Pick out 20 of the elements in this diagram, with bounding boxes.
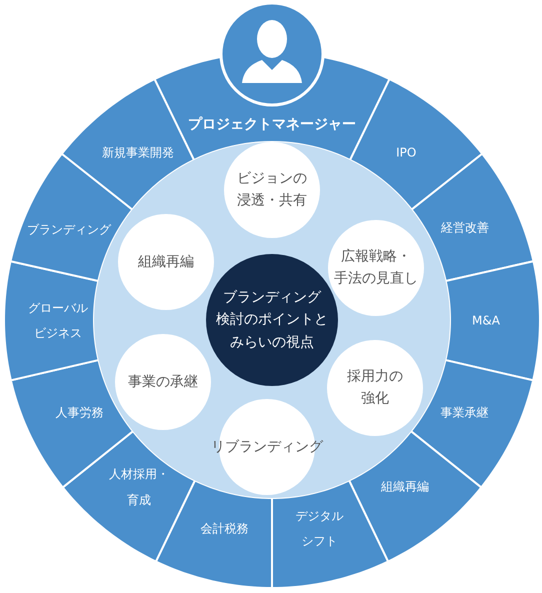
circle-label: 組織再編 xyxy=(138,252,194,272)
segment-label: グローバルビジネス xyxy=(28,295,88,346)
circle-label: ブランディング検討のポイントとみらいの視点 xyxy=(216,288,328,352)
circle-label: ビジョンの浸透・共有 xyxy=(237,170,307,211)
segment-label: 人材採用・育成 xyxy=(108,462,169,513)
segment-label: ブランディング xyxy=(27,217,112,242)
segment-label: 経営改善 xyxy=(441,215,490,240)
segment-label: 事業承継 xyxy=(440,400,489,426)
segment-label: 組織再編 xyxy=(381,474,430,500)
segment-label: 会計税務 xyxy=(200,516,248,542)
circle-label: リブランディング xyxy=(211,438,323,457)
circle-label: 広報戦略・手法の見直し xyxy=(334,248,418,289)
circle-label: 事業の承継 xyxy=(128,372,198,392)
segment-label: IPO xyxy=(396,140,416,166)
circle-label: 採用力の強化 xyxy=(347,368,403,409)
segment-label: デジタルシフト xyxy=(296,503,344,554)
segment-label: プロジェクトマネージャー xyxy=(188,110,356,140)
segment-label: 新規事業開発 xyxy=(102,140,174,166)
segment-label: 人事労務 xyxy=(55,400,104,426)
segment-label: M&A xyxy=(472,308,500,334)
